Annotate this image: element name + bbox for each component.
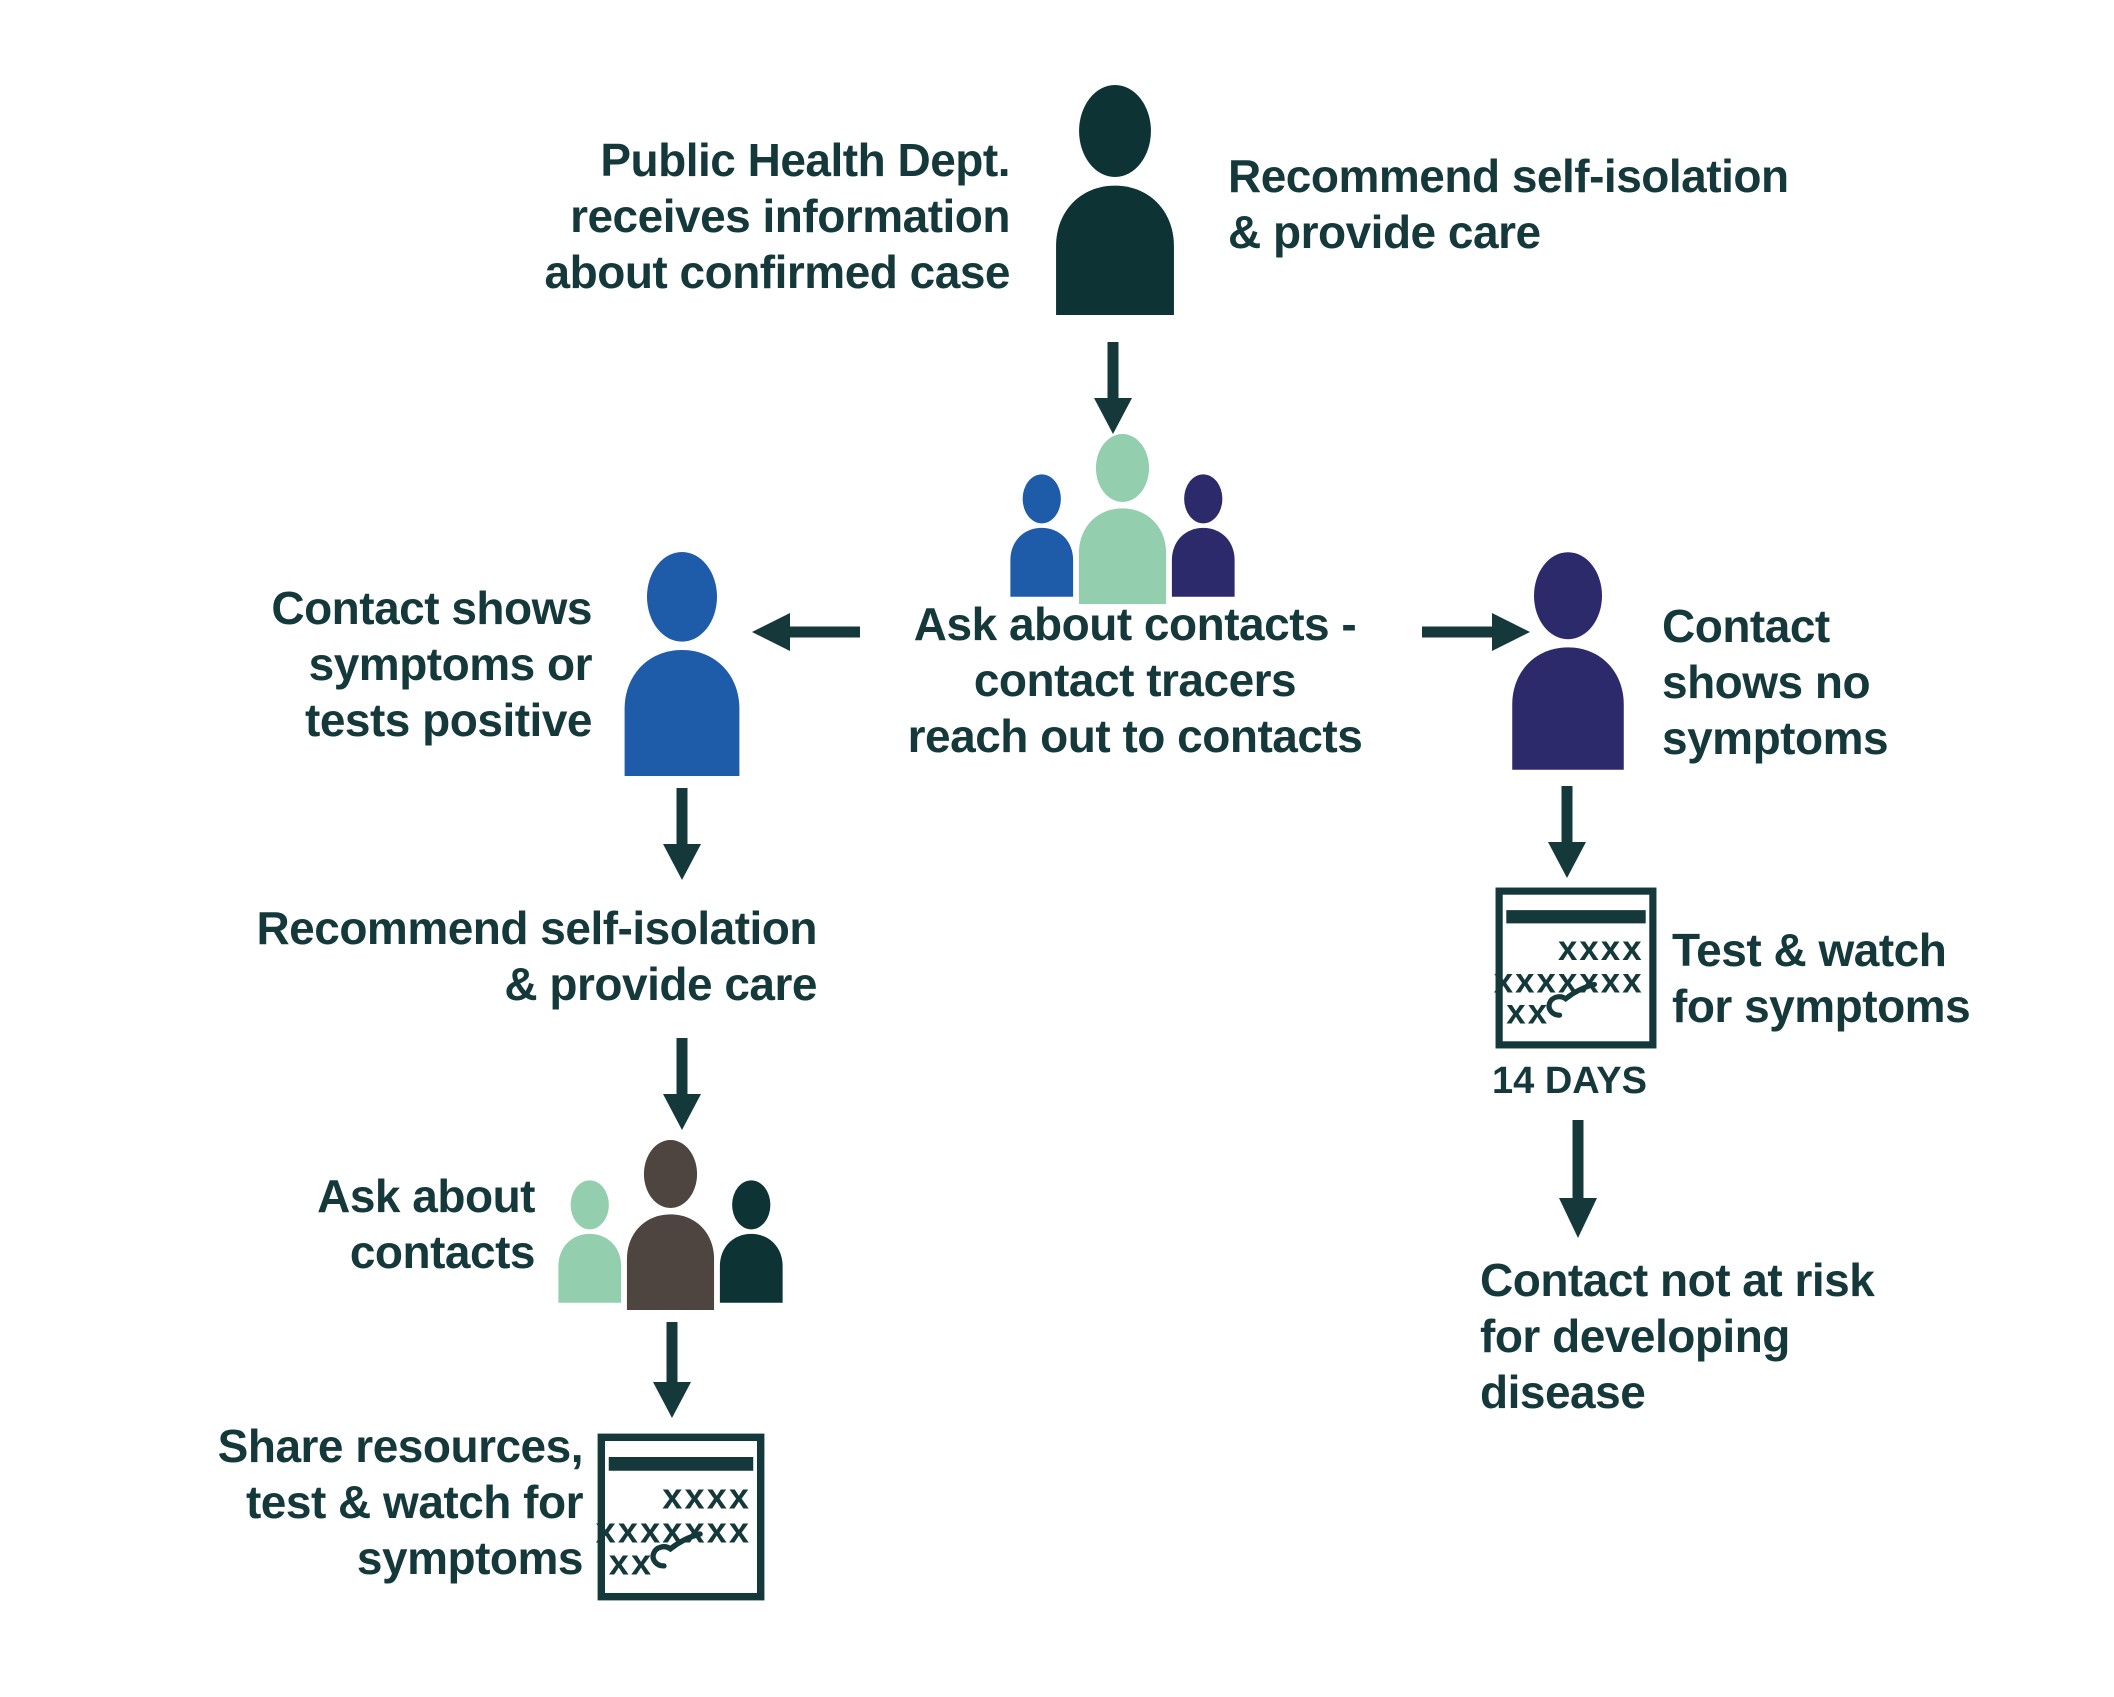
person-icon-contact-symptomatic <box>624 552 740 776</box>
calendar-marks-row: xxxxxxx <box>1494 962 1644 1001</box>
arrow-down-icon <box>663 1038 701 1130</box>
arrow-down-icon <box>1559 1120 1597 1238</box>
label-recommend-isolation-top: Recommend self-isolation & provide care <box>1228 150 1789 259</box>
arrow-down-icon <box>1094 342 1132 434</box>
label-contact-symptomatic: Contact shows symptoms or tests positive <box>271 582 592 747</box>
calendar-marks-row: xx <box>1506 992 1549 1031</box>
calendar-marks-row: xxxxxxx <box>596 1510 751 1551</box>
label-14-days: 14 DAYS <box>1492 1060 1647 1102</box>
calendar-marks-row: xxxx <box>1558 929 1644 968</box>
calendar-marks-row: xxxx <box>662 1476 751 1517</box>
label-not-at-risk: Contact not at risk for developing disea… <box>1480 1254 1875 1419</box>
person-icon-confirmed-case <box>1056 85 1174 315</box>
person-icon-contact-asymptomatic <box>1512 552 1624 770</box>
label-ask-about-contacts: Ask about contacts <box>317 1170 535 1279</box>
arrow-down-icon <box>663 788 701 880</box>
label-contact-no-symptoms: Contact shows no symptoms <box>1662 600 1889 765</box>
calendar-marks-row: xx <box>609 1541 653 1582</box>
label-test-and-watch: Test & watch for symptoms <box>1672 924 1971 1033</box>
calendar-icon-monitoring: xxxx xxxxxxx xx <box>596 1433 765 1601</box>
people-group-icon-contact-tracers <box>1010 434 1235 604</box>
arrow-down-icon <box>653 1322 691 1418</box>
arrow-down-icon <box>1548 786 1586 878</box>
calendar-icon-14-days: xxxx xxxxxxx xx <box>1494 887 1657 1049</box>
label-share-resources: Share resources, test & watch for sympto… <box>217 1420 584 1585</box>
label-recommend-isolation-left: Recommend self-isolation & provide care <box>256 902 817 1011</box>
label-public-health-dept: Public Health Dept. receives information… <box>544 134 1011 299</box>
arrow-left-icon <box>752 613 860 651</box>
label-ask-about-contacts-tracers: Ask about contacts - contact tracers rea… <box>907 598 1363 763</box>
arrow-right-icon <box>1422 613 1530 651</box>
people-group-icon-contacts <box>558 1140 783 1310</box>
